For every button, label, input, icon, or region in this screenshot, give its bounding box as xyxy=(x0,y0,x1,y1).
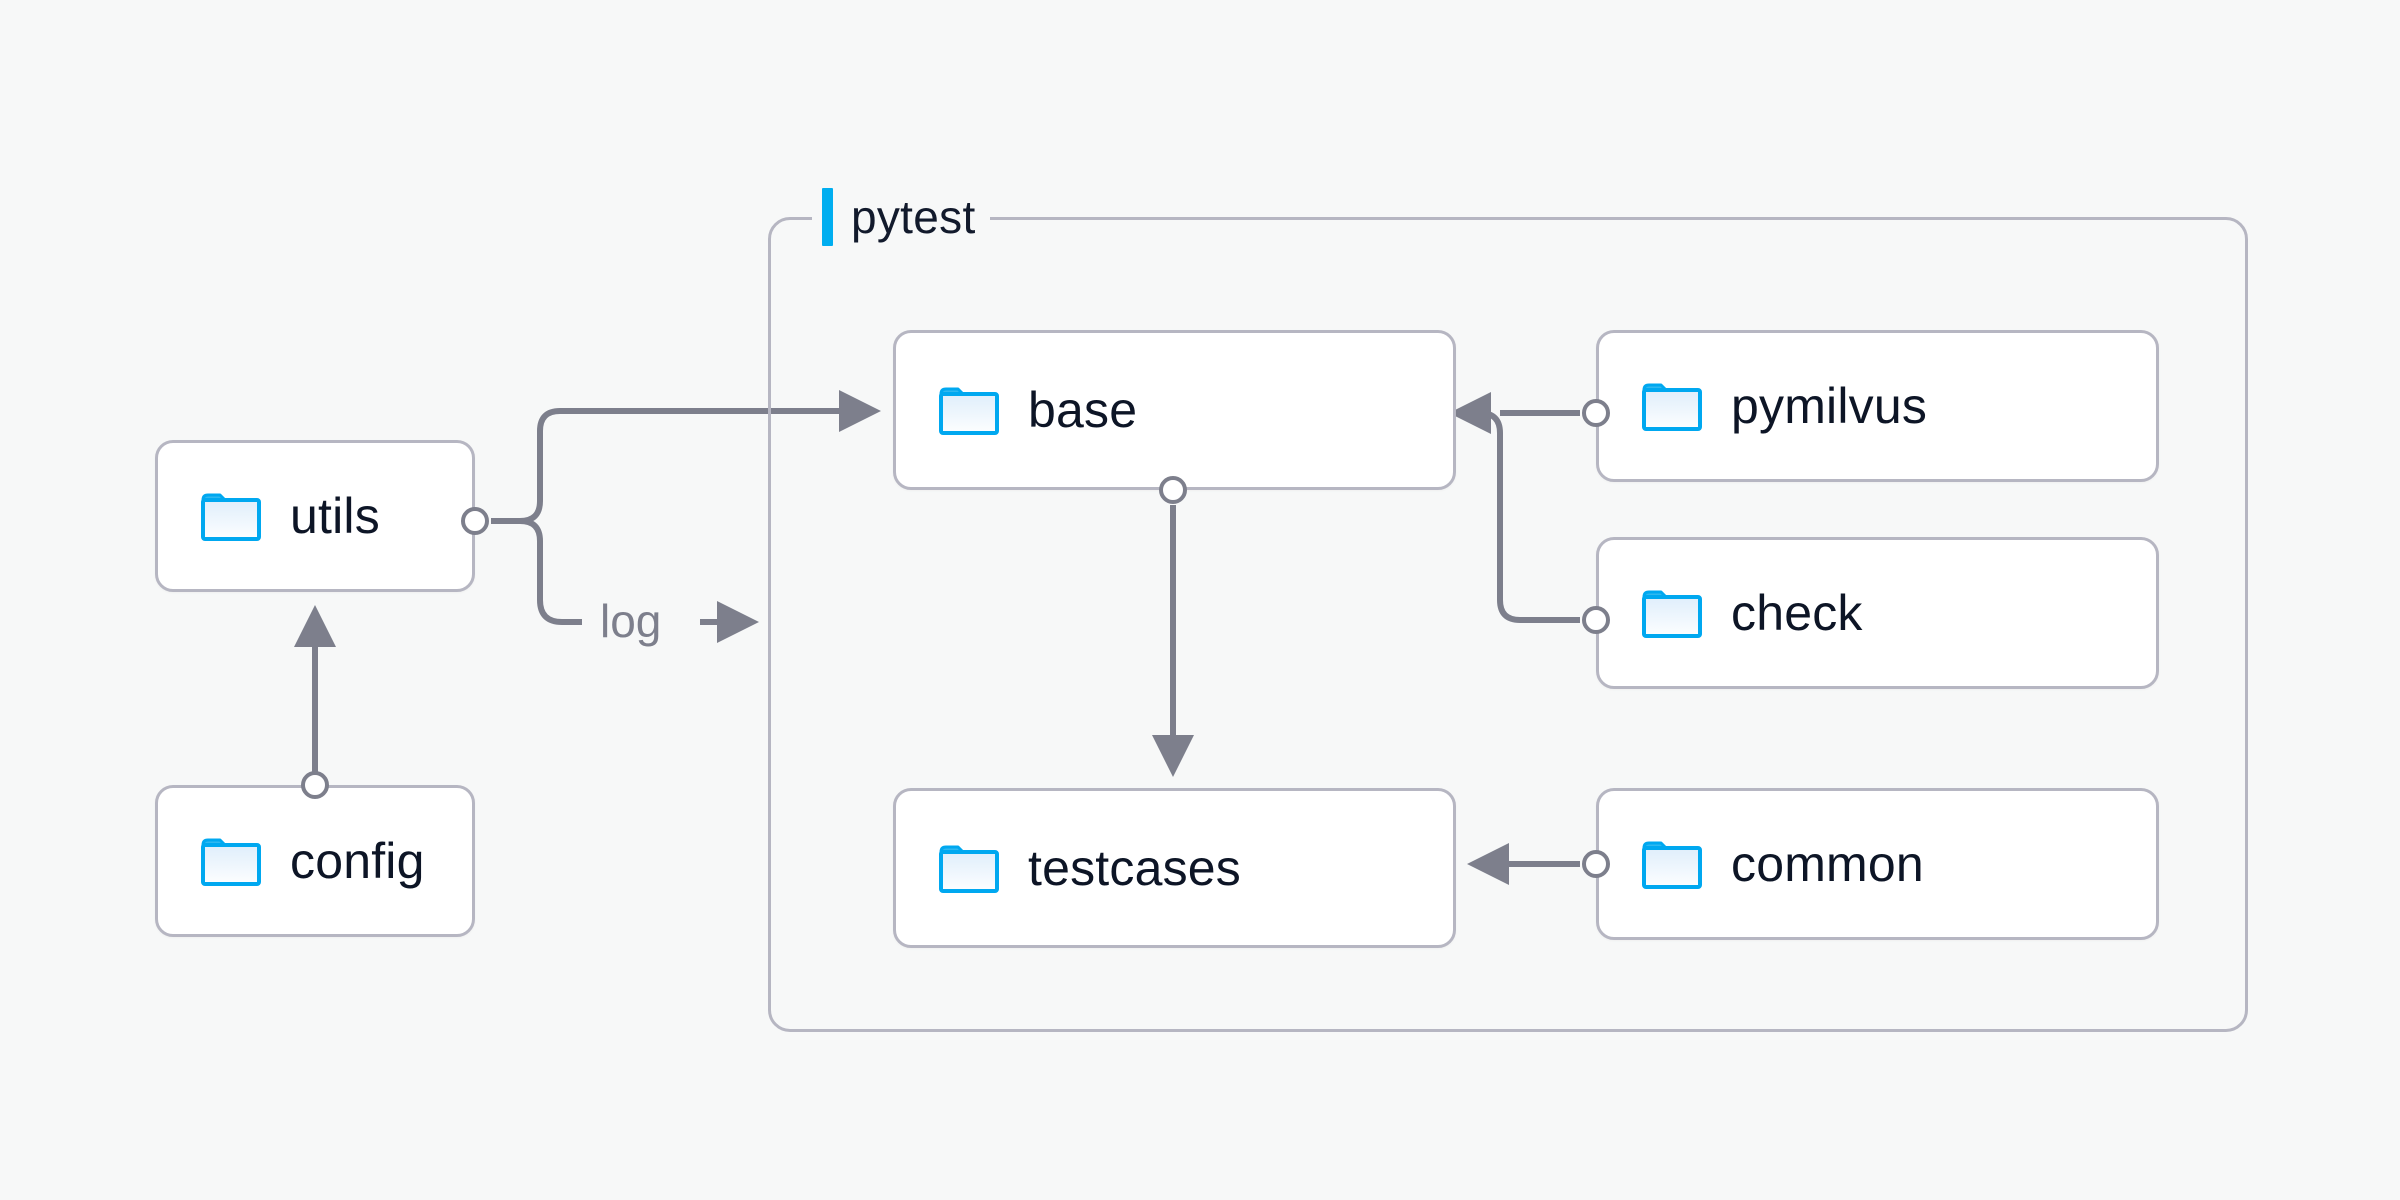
node-testcases[interactable]: testcases xyxy=(893,788,1456,948)
folder-icon xyxy=(939,387,999,435)
group-label-pytest: pytest xyxy=(812,187,990,247)
folder-icon xyxy=(201,838,261,886)
folder-icon xyxy=(201,493,261,541)
node-label-testcases: testcases xyxy=(1028,840,1242,896)
node-label-check: check xyxy=(1731,585,1863,641)
node-common[interactable]: common xyxy=(1596,788,2159,940)
folder-icon xyxy=(1642,590,1702,638)
port-base-bottom[interactable] xyxy=(1159,476,1187,504)
port-common-left[interactable] xyxy=(1582,850,1610,878)
folder-icon xyxy=(1642,383,1702,431)
node-label-config: config xyxy=(290,833,425,889)
node-check[interactable]: check xyxy=(1596,537,2159,689)
node-label-base: base xyxy=(1028,382,1138,438)
port-utils-right[interactable] xyxy=(461,507,489,535)
edge-utils-to-pytest-log xyxy=(491,518,582,625)
node-pymilvus[interactable]: pymilvus xyxy=(1596,330,2159,482)
folder-icon xyxy=(1642,841,1702,889)
port-check-left[interactable] xyxy=(1582,606,1610,634)
group-label-text: pytest xyxy=(851,191,976,243)
folder-icon xyxy=(939,845,999,893)
group-accent-bar xyxy=(822,188,833,246)
node-utils[interactable]: utils xyxy=(155,440,475,592)
port-pymilvus-left[interactable] xyxy=(1582,399,1610,427)
node-config[interactable]: config xyxy=(155,785,475,937)
group-container-pytest[interactable] xyxy=(768,217,2248,1032)
node-label-pymilvus: pymilvus xyxy=(1731,378,1928,434)
node-label-common: common xyxy=(1731,836,1924,892)
port-config-top[interactable] xyxy=(301,771,329,799)
node-label-utils: utils xyxy=(290,488,380,544)
node-base[interactable]: base xyxy=(893,330,1456,490)
edge-label-log: log xyxy=(600,595,662,647)
